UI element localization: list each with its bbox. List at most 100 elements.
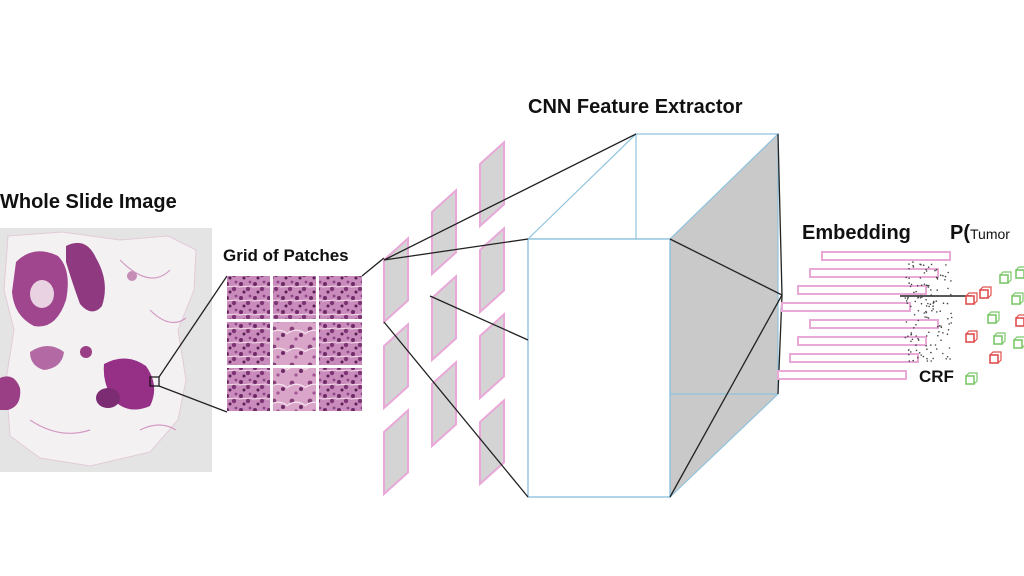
stain-region [30, 346, 64, 370]
crf-dot [935, 348, 938, 350]
crf-dot [908, 268, 910, 270]
crf-dot [912, 261, 914, 263]
crf-dot [917, 319, 920, 322]
zoom-line-bottom [158, 385, 228, 413]
crf-dot [925, 345, 927, 347]
embedding-bars [777, 251, 972, 380]
crf-dot [920, 264, 922, 266]
crf-dot [917, 296, 920, 299]
crf-dot [948, 347, 951, 349]
stain-region [96, 388, 120, 408]
stacked-patch [479, 140, 505, 229]
crf-dot [945, 264, 947, 266]
crf-dot [947, 329, 950, 331]
crf-dot [946, 302, 949, 305]
embedding-bar [777, 370, 907, 380]
embedding-bar [789, 353, 919, 363]
crf-dot [940, 326, 943, 329]
crf-dot [927, 266, 930, 269]
crf-dot [936, 325, 939, 328]
crf-node-edge [989, 351, 1002, 364]
crf-dot [926, 357, 928, 360]
crf-dot [935, 276, 938, 279]
crf-dot [934, 344, 937, 346]
crf-dot [926, 348, 928, 351]
crf-dot [926, 284, 929, 287]
crf-dot [936, 311, 938, 313]
crf-dot [910, 333, 913, 336]
stacked-patch [383, 236, 409, 325]
patch-tile [273, 368, 316, 411]
crf-node-edge [965, 372, 978, 385]
cnn-input-lines [383, 133, 637, 498]
crf-dot [934, 269, 936, 272]
crf-dot [915, 344, 917, 346]
crf-dot [931, 309, 933, 312]
crf-dot [910, 340, 912, 343]
crf-node-red [965, 333, 975, 343]
stain-dot [80, 346, 92, 358]
crf-dot [917, 337, 919, 340]
crf-dot [922, 264, 925, 267]
crf-dot [930, 263, 933, 266]
patch-tile [227, 368, 270, 411]
crf-dot [928, 331, 930, 334]
embedding-bar [797, 285, 927, 295]
crf-dot [925, 310, 927, 313]
crf-node-green [1011, 295, 1021, 305]
crf-dot [922, 355, 925, 358]
whole-slide-image-label: Whole Slide Image [0, 191, 177, 213]
crf-node-red [1015, 317, 1024, 327]
stacked-patch [431, 274, 457, 363]
crf-dot [924, 316, 926, 318]
crf-dot [945, 358, 947, 360]
crf-dot [925, 270, 928, 272]
crf-node-green [999, 274, 1009, 284]
crf-dot [935, 268, 938, 271]
crf-dot [913, 314, 916, 316]
crf-dot [925, 305, 928, 307]
crf-output-nodes [965, 266, 1024, 385]
crf-dot [950, 293, 952, 296]
crf-dot [920, 354, 922, 356]
crf-dot [942, 302, 945, 305]
crf-dot [908, 263, 910, 265]
crf-dot [917, 310, 920, 312]
embedding-label: Embedding [802, 222, 911, 244]
stain-dot [127, 271, 137, 281]
crf-dot [940, 325, 942, 327]
crf-dot [910, 351, 912, 353]
crf-node-green [965, 375, 975, 385]
embedding-bar [781, 302, 911, 312]
crf-dot [913, 291, 915, 294]
patch-tile [227, 322, 270, 365]
crf-dot [915, 349, 918, 352]
crf-dot [920, 294, 922, 297]
crf-dot [926, 360, 929, 362]
crf-dot [927, 302, 929, 305]
crf-dot [929, 303, 932, 306]
embedding-bar [809, 319, 939, 329]
crf-dot [925, 335, 928, 337]
crf-dot [912, 264, 914, 267]
crf-dot [915, 290, 917, 293]
stacked-patch [479, 312, 505, 401]
zoom-line-top [158, 275, 228, 378]
crf-dot [923, 272, 926, 274]
selected-patch-box [149, 376, 160, 387]
probability-label: P(Tumor [950, 222, 1010, 244]
stacked-patch [383, 322, 409, 411]
patch-tile [319, 276, 362, 319]
crf-dots [904, 261, 953, 362]
crf-dot [946, 333, 949, 336]
crf-node-edge [979, 286, 992, 299]
crf-dot [923, 312, 926, 314]
crf-dot [936, 289, 938, 291]
crf-dot [910, 332, 913, 334]
crf-dot [942, 274, 944, 277]
crf-dot [938, 331, 940, 333]
crf-node-green [987, 314, 997, 324]
probability-prefix: P( [950, 222, 970, 244]
patch-tile [273, 322, 316, 365]
whole-slide-image [0, 228, 212, 472]
